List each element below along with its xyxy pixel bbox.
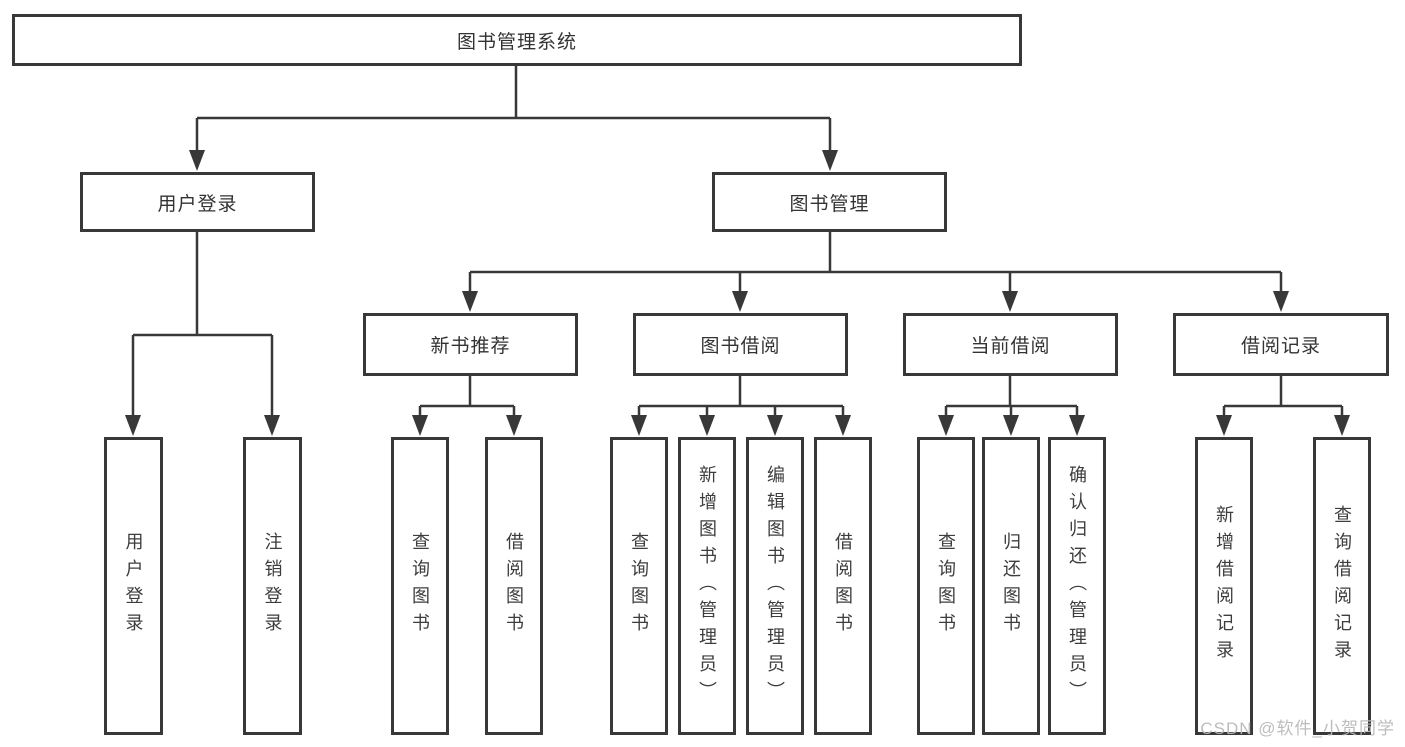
leaf-query-books-current-label: 查询图书 <box>936 532 956 640</box>
leaf-return-books: 归还图书 <box>982 437 1040 735</box>
leaf-user-login-label: 用户登录 <box>123 532 144 640</box>
leaf-borrow-books-borrowing-label: 借阅图书 <box>833 532 853 640</box>
node-borrowing-records: 借阅记录 <box>1173 313 1389 376</box>
node-book-borrowing: 图书借阅 <box>633 313 848 376</box>
leaf-user-login: 用户登录 <box>104 437 163 735</box>
node-current-borrowing: 当前借阅 <box>903 313 1118 376</box>
leaf-add-books-admin-label: 新增图书（管理员） <box>697 464 717 708</box>
arrowheads <box>125 150 1350 436</box>
leaf-logout-login: 注销登录 <box>243 437 302 735</box>
node-new-book-recommend: 新书推荐 <box>363 313 578 376</box>
leaf-logout-login-label: 注销登录 <box>262 532 283 640</box>
leaf-confirm-return-admin: 确认归还（管理员） <box>1048 437 1106 735</box>
leaf-borrow-books-borrowing: 借阅图书 <box>814 437 872 735</box>
node-new-book-recommend-label: 新书推荐 <box>430 336 511 357</box>
leaf-query-borrow-record: 查询借阅记录 <box>1313 437 1371 735</box>
leaf-add-books-admin: 新增图书（管理员） <box>678 437 736 735</box>
node-current-borrowing-label: 当前借阅 <box>970 336 1051 357</box>
leaf-query-books-current: 查询图书 <box>917 437 975 735</box>
csdn-watermark: CSDN @软件_小贺同学 <box>1200 719 1395 738</box>
leaf-add-borrow-record-label: 新增借阅记录 <box>1214 505 1234 667</box>
leaf-query-books-recommend: 查询图书 <box>391 437 449 735</box>
node-user-login: 用户登录 <box>80 172 315 232</box>
leaf-query-books-recommend-label: 查询图书 <box>410 532 430 640</box>
leaf-borrow-books-recommend-label: 借阅图书 <box>504 532 524 640</box>
leaf-edit-books-admin-label: 编辑图书（管理员） <box>765 464 785 708</box>
leaf-confirm-return-admin-label: 确认归还（管理员） <box>1067 464 1087 708</box>
leaf-return-books-label: 归还图书 <box>1001 532 1021 640</box>
node-book-borrowing-label: 图书借阅 <box>700 336 781 357</box>
node-borrowing-records-label: 借阅记录 <box>1240 336 1321 357</box>
node-root: 图书管理系统 <box>12 14 1022 66</box>
leaf-query-books-borrowing: 查询图书 <box>610 437 668 735</box>
leaf-query-books-borrowing-label: 查询图书 <box>629 532 649 640</box>
leaf-borrow-books-recommend: 借阅图书 <box>485 437 543 735</box>
node-book-management-label: 图书管理 <box>789 193 870 215</box>
node-user-login-label: 用户登录 <box>157 193 238 215</box>
leaf-query-borrow-record-label: 查询借阅记录 <box>1332 505 1352 667</box>
node-book-management: 图书管理 <box>712 172 947 232</box>
node-root-label: 图书管理系统 <box>456 31 577 53</box>
leaf-edit-books-admin: 编辑图书（管理员） <box>746 437 804 735</box>
leaf-add-borrow-record: 新增借阅记录 <box>1195 437 1253 735</box>
